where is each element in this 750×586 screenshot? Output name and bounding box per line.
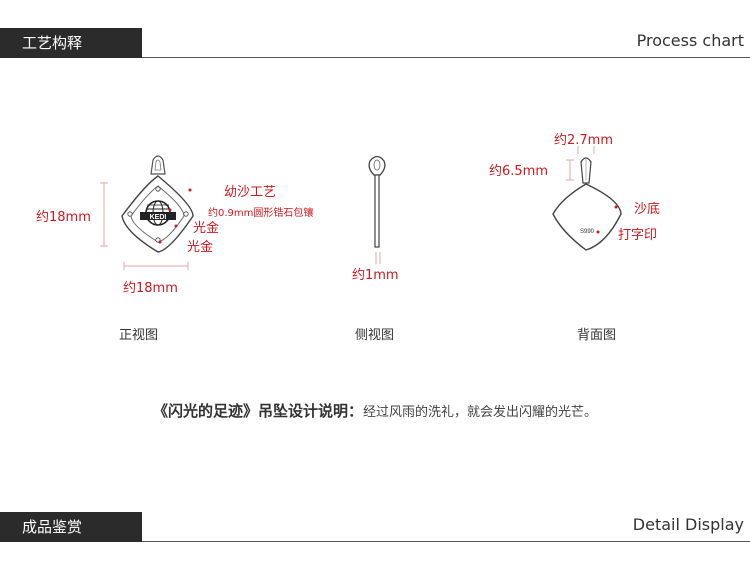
header-rule bbox=[142, 57, 750, 58]
description-title: 《闪光的足迹》吊坠设计说明： bbox=[152, 402, 363, 420]
front-stone bbox=[183, 211, 189, 217]
front-stone bbox=[155, 186, 161, 192]
side-view-label: 侧视图 bbox=[355, 328, 395, 343]
front-callout-sand: 幼沙工艺 bbox=[224, 185, 277, 200]
back-bail-height-label: 约6.5mm bbox=[489, 164, 549, 179]
section-tag: 工艺构释 bbox=[0, 28, 142, 58]
section-english-title: Detail Display bbox=[632, 515, 744, 534]
description-body: 经过风雨的洗礼，就会发出闪耀的光芒。 bbox=[363, 405, 598, 420]
back-view-drawing: S990 bbox=[552, 146, 622, 251]
back-stamp-text: S990 bbox=[580, 229, 595, 235]
front-callout-gold-1: 光金 bbox=[193, 221, 220, 236]
front-callout-stone: 约0.9mm圆形锆石包镶 bbox=[208, 208, 314, 219]
header-rule bbox=[142, 541, 750, 542]
front-view-label: 正视图 bbox=[119, 328, 159, 343]
side-view-drawing bbox=[368, 155, 386, 264]
back-view-label: 背面图 bbox=[577, 328, 617, 343]
front-view-drawing: KEDI bbox=[100, 155, 194, 270]
front-height-label: 约18mm bbox=[36, 210, 91, 225]
back-callout-stamp: 打字印 bbox=[618, 228, 658, 243]
front-logo-text: KEDI bbox=[150, 214, 167, 221]
back-bail-width-label: 约2.7mm bbox=[554, 133, 614, 148]
side-body bbox=[374, 174, 380, 248]
front-logo-band bbox=[140, 212, 176, 220]
design-description: 《闪光的足迹》吊坠设计说明：经过风雨的洗礼，就会发出闪耀的光芒。 bbox=[0, 400, 750, 421]
side-thickness-label: 约1mm bbox=[352, 268, 399, 283]
detail-display-header: 成品鉴赏 Detail Display bbox=[0, 512, 750, 542]
section-english-title: Process chart bbox=[636, 31, 744, 50]
section-tag: 成品鉴赏 bbox=[0, 512, 142, 542]
back-callout-sand: 沙底 bbox=[634, 202, 661, 217]
process-chart-header: 工艺构释 Process chart bbox=[0, 28, 750, 58]
front-bail-inner bbox=[154, 159, 162, 171]
front-stone bbox=[127, 211, 133, 217]
front-callout-gold-2: 光金 bbox=[187, 240, 214, 255]
front-width-label: 约18mm bbox=[123, 281, 178, 296]
back-body bbox=[552, 183, 622, 251]
